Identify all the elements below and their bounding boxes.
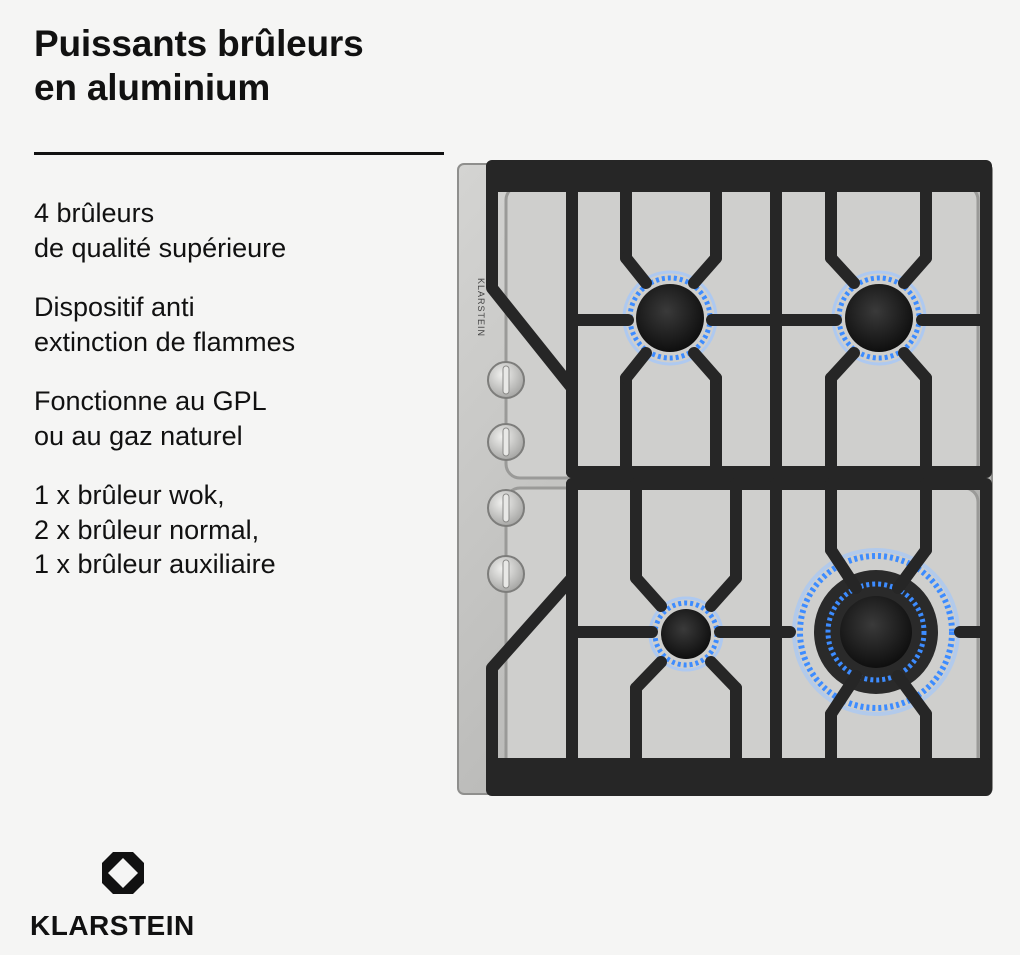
feature-line: 1 x brûleur wok, bbox=[34, 480, 225, 511]
feature-line: de qualité supérieure bbox=[34, 232, 287, 263]
klarstein-logo-icon bbox=[102, 852, 144, 894]
feature-gas-type: Fonctionne au GPL ou au gaz naturel bbox=[34, 384, 444, 453]
control-knob[interactable] bbox=[487, 361, 525, 399]
burner-bottom-right-wok bbox=[792, 548, 960, 716]
feature-safety: Dispositif anti extinction de flammes bbox=[34, 290, 444, 359]
cast-iron-grates bbox=[486, 160, 992, 796]
gas-cooktop-image: KLARSTEIN bbox=[457, 160, 993, 796]
brand-name: KLARSTEIN bbox=[30, 910, 195, 941]
headline-line-1: Puissants brûleurs bbox=[34, 23, 364, 64]
brand-logo: KLARSTEIN bbox=[30, 848, 220, 942]
burner-top-right bbox=[831, 270, 927, 366]
feature-burners: 4 brûleurs de qualité supérieure bbox=[34, 196, 444, 265]
headline: Puissants brûleurs en aluminium bbox=[34, 22, 364, 111]
headline-line-2: en aluminium bbox=[34, 67, 271, 109]
feature-line: Fonctionne au GPL bbox=[34, 386, 267, 417]
control-knob[interactable] bbox=[487, 555, 525, 593]
feature-line: extinction de flammes bbox=[34, 326, 296, 357]
feature-line: Dispositif anti bbox=[34, 292, 195, 323]
feature-burner-types: 1 x brûleur wok, 2 x brûleur normal, 1 x… bbox=[34, 478, 444, 582]
feature-list: 4 brûleurs de qualité supérieure Disposi… bbox=[34, 196, 444, 607]
panel-brand-label: KLARSTEIN bbox=[476, 278, 486, 337]
feature-line: 1 x brûleur auxiliaire bbox=[34, 549, 276, 580]
grate-front-edge bbox=[486, 758, 992, 794]
grate-back-edge bbox=[486, 162, 992, 192]
burner-top-left bbox=[622, 270, 718, 366]
feature-line: 4 brûleurs bbox=[34, 198, 155, 228]
feature-line: ou au gaz naturel bbox=[34, 420, 243, 451]
divider bbox=[34, 152, 444, 155]
control-knob[interactable] bbox=[487, 489, 525, 527]
control-knob[interactable] bbox=[487, 423, 525, 461]
feature-line: 2 x brûleur normal, bbox=[34, 514, 260, 545]
